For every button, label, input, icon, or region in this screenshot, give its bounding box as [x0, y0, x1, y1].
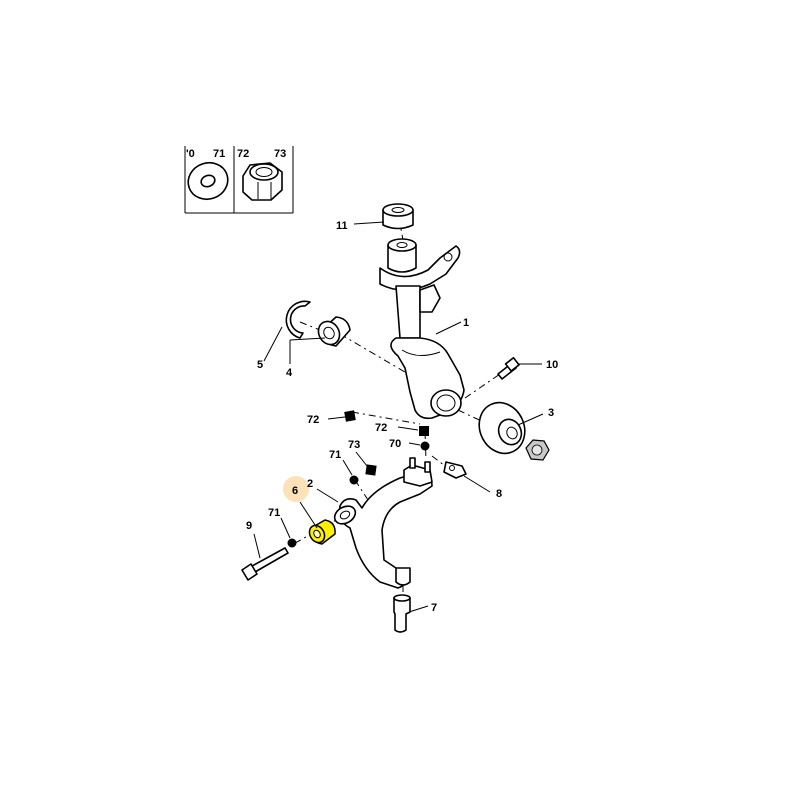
callout-4: 4 — [286, 367, 293, 379]
washer-70-marker — [420, 441, 430, 451]
callout-5: 5 — [257, 359, 263, 371]
callout-70: 70 — [389, 438, 401, 450]
wheel-hub-part — [478, 401, 526, 455]
inset-label-73: 73 — [274, 148, 286, 160]
inset-label-partial: '0 — [186, 148, 195, 160]
circlip-part — [285, 300, 311, 339]
callout-1: 1 — [463, 317, 469, 329]
bolt-10-part — [497, 356, 520, 380]
fastener-inset: '0 71 72 73 — [184, 146, 294, 214]
callout-73: 73 — [348, 439, 360, 451]
callout-6: 6 — [292, 485, 298, 497]
callout-72-lower: 72 — [375, 422, 387, 434]
flat-washer-icon — [187, 161, 229, 201]
callout-9: 9 — [246, 520, 252, 532]
callout-71-lower: 71 — [268, 507, 280, 519]
callout-72-upper: 72 — [307, 414, 319, 426]
ball-joint-part — [393, 594, 411, 633]
leader-lines — [253, 221, 544, 613]
nut-73-marker — [365, 464, 377, 476]
callout-2: 2 — [307, 478, 313, 490]
lower-control-arm-part — [333, 457, 433, 589]
callout-10: 10 — [546, 359, 558, 371]
callout-3: 3 — [548, 407, 554, 419]
bracket-part — [443, 461, 467, 479]
callout-11: 11 — [336, 220, 348, 232]
callout-71-upper: 71 — [329, 449, 341, 461]
inset-label-72: 72 — [237, 148, 249, 160]
callout-8: 8 — [496, 488, 502, 500]
callout-7: 7 — [431, 602, 437, 614]
bush-part-highlighted — [308, 519, 336, 545]
washer-71-upper-marker — [349, 475, 359, 485]
inset-label-washer: 71 — [213, 148, 225, 160]
lock-nut-icon — [242, 162, 283, 201]
washer-71-lower-marker — [287, 538, 297, 548]
fastener-markers — [287, 410, 430, 548]
callout-labels: 11 1 5 4 10 3 72 72 70 73 71 8 2 6 71 9 … — [246, 220, 558, 614]
wheel-bearing-part — [317, 316, 351, 347]
nut-72-lower-marker — [419, 426, 429, 436]
long-bolt-part — [241, 547, 289, 581]
hub-nut-part — [525, 439, 550, 461]
top-mount-part — [382, 203, 414, 230]
steering-knuckle-part — [379, 238, 465, 420]
highlight-badge — [283, 476, 309, 502]
nut-72-upper-marker — [344, 410, 356, 422]
